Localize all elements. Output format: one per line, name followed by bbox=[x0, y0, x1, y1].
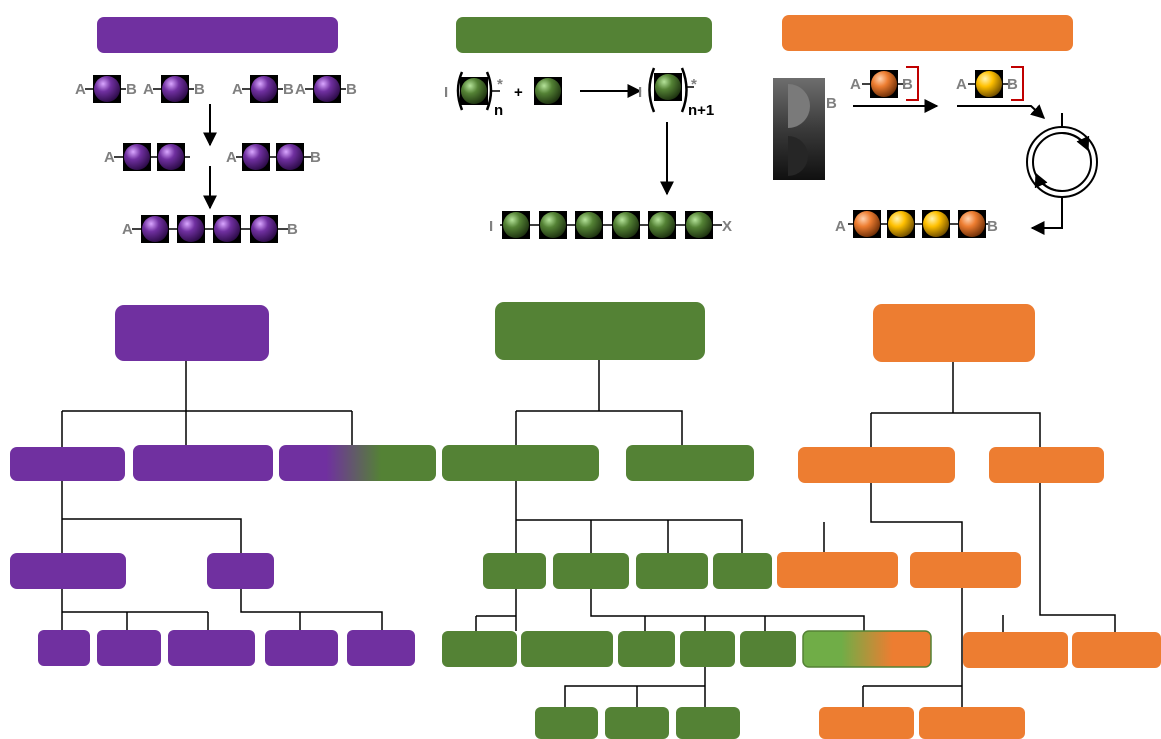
active-center-marker: * bbox=[497, 76, 503, 93]
end-group-b: B bbox=[283, 81, 294, 98]
chain-growth-scheme: I * n + I * n+1 I X bbox=[444, 67, 732, 239]
tree-leaf-node[interactable] bbox=[442, 631, 517, 667]
end-group-b: B bbox=[1007, 76, 1018, 93]
tree-leaf-node[interactable] bbox=[535, 707, 598, 739]
end-group-b: B bbox=[310, 149, 321, 166]
tree-node[interactable] bbox=[626, 445, 754, 481]
tree-node[interactable] bbox=[483, 553, 546, 589]
end-group-b: B bbox=[826, 95, 837, 112]
end-group-a: A bbox=[232, 81, 243, 98]
step-growth-header-bar bbox=[97, 17, 338, 53]
tree-leaf-node[interactable] bbox=[265, 630, 338, 666]
tree-node[interactable] bbox=[442, 445, 599, 481]
tree-node-shared[interactable] bbox=[279, 445, 436, 481]
free-monomer bbox=[535, 78, 561, 104]
tree-leaf-node[interactable] bbox=[680, 631, 735, 667]
dimer-ab: A B bbox=[226, 143, 321, 171]
monomer-ab: A B bbox=[143, 75, 205, 103]
monomer-ab-protected: A B bbox=[850, 66, 919, 101]
tree-node[interactable] bbox=[553, 553, 629, 589]
growing-chain-monomer bbox=[655, 74, 681, 100]
tree-node[interactable] bbox=[133, 445, 273, 481]
end-group-a: A bbox=[850, 76, 861, 93]
end-group-a: A bbox=[104, 149, 115, 166]
tree-leaf-node[interactable] bbox=[740, 631, 796, 667]
terminator-label: X bbox=[722, 218, 732, 235]
monomer-ab-protected: A B bbox=[956, 66, 1024, 101]
end-group-b: B bbox=[194, 81, 205, 98]
tree-node-shared[interactable] bbox=[802, 630, 932, 668]
end-group-a: A bbox=[956, 76, 967, 93]
iterative-scheme: B A B A B A bbox=[773, 66, 1098, 238]
tree-node[interactable] bbox=[989, 447, 1104, 483]
end-group-a: A bbox=[295, 81, 306, 98]
tree-node[interactable] bbox=[207, 553, 274, 589]
repeat-bracket-left bbox=[456, 71, 464, 111]
growing-chain-monomer bbox=[461, 78, 487, 104]
green-classification-tree bbox=[442, 302, 932, 739]
repeat-bracket-right bbox=[485, 71, 493, 111]
end-group-a: A bbox=[835, 218, 846, 235]
tree-leaf-node[interactable] bbox=[1072, 632, 1161, 668]
active-center-marker: * bbox=[691, 76, 697, 93]
initiator-label: I bbox=[638, 84, 642, 101]
iterative-header-bar bbox=[782, 15, 1073, 51]
dimer-ab: A bbox=[104, 143, 190, 171]
end-group-b: B bbox=[287, 221, 298, 238]
reaction-arrow bbox=[957, 104, 1046, 119]
tetramer-ab: A B bbox=[122, 215, 298, 243]
tree-node[interactable] bbox=[798, 447, 955, 483]
end-group-b: B bbox=[987, 218, 998, 235]
tree-leaf-node[interactable] bbox=[618, 631, 675, 667]
tree-root-node[interactable] bbox=[873, 304, 1035, 362]
tree-node[interactable] bbox=[10, 553, 126, 589]
tree-leaf-node[interactable] bbox=[919, 707, 1025, 739]
initiator-label: I bbox=[444, 84, 448, 101]
tree-leaf-node[interactable] bbox=[347, 630, 415, 666]
orange-classification-tree bbox=[777, 304, 1161, 739]
end-group-a: A bbox=[226, 149, 237, 166]
initiator-label: I bbox=[489, 218, 493, 235]
purple-classification-tree bbox=[10, 305, 436, 666]
tree-connectors bbox=[475, 360, 865, 707]
end-group-b: B bbox=[346, 81, 357, 98]
end-group-a: A bbox=[75, 81, 86, 98]
tree-leaf-node[interactable] bbox=[819, 707, 914, 739]
tree-node[interactable] bbox=[713, 553, 772, 589]
tree-node[interactable] bbox=[10, 447, 125, 481]
end-group-b: B bbox=[902, 76, 913, 93]
step-growth-scheme: A B A B A B A B bbox=[75, 75, 357, 243]
monomer-ab: A B bbox=[295, 75, 357, 103]
tree-leaf-node[interactable] bbox=[168, 630, 255, 666]
monomer-ab: A B bbox=[232, 75, 294, 103]
tree-node[interactable] bbox=[777, 552, 898, 588]
tree-leaf-node[interactable] bbox=[97, 630, 161, 666]
cycle-arrows-icon bbox=[1026, 113, 1098, 235]
end-group-b: B bbox=[126, 81, 137, 98]
tree-leaf-node[interactable] bbox=[605, 707, 669, 739]
tree-connectors bbox=[823, 362, 1116, 707]
tree-leaf-node[interactable] bbox=[521, 631, 613, 667]
end-group-a: A bbox=[143, 81, 154, 98]
subscript-n-plus-1: n+1 bbox=[688, 102, 714, 119]
monomer-ab: A B bbox=[75, 75, 137, 103]
tree-root-node[interactable] bbox=[495, 302, 705, 360]
end-group-a: A bbox=[122, 221, 133, 238]
tree-node[interactable] bbox=[636, 553, 708, 589]
plus-sign: + bbox=[514, 84, 523, 101]
polymer-chain-product bbox=[502, 211, 713, 239]
sequence-defined-oligomer: A B bbox=[835, 210, 998, 238]
chain-growth-header-bar bbox=[456, 17, 712, 53]
tree-leaf-node[interactable] bbox=[963, 632, 1068, 668]
tree-node[interactable] bbox=[910, 552, 1021, 588]
tree-leaf-node[interactable] bbox=[676, 707, 740, 739]
tree-connectors bbox=[61, 361, 383, 633]
subscript-n: n bbox=[494, 102, 503, 119]
tree-root-node[interactable] bbox=[115, 305, 269, 361]
tree-leaf-node[interactable] bbox=[38, 630, 90, 666]
